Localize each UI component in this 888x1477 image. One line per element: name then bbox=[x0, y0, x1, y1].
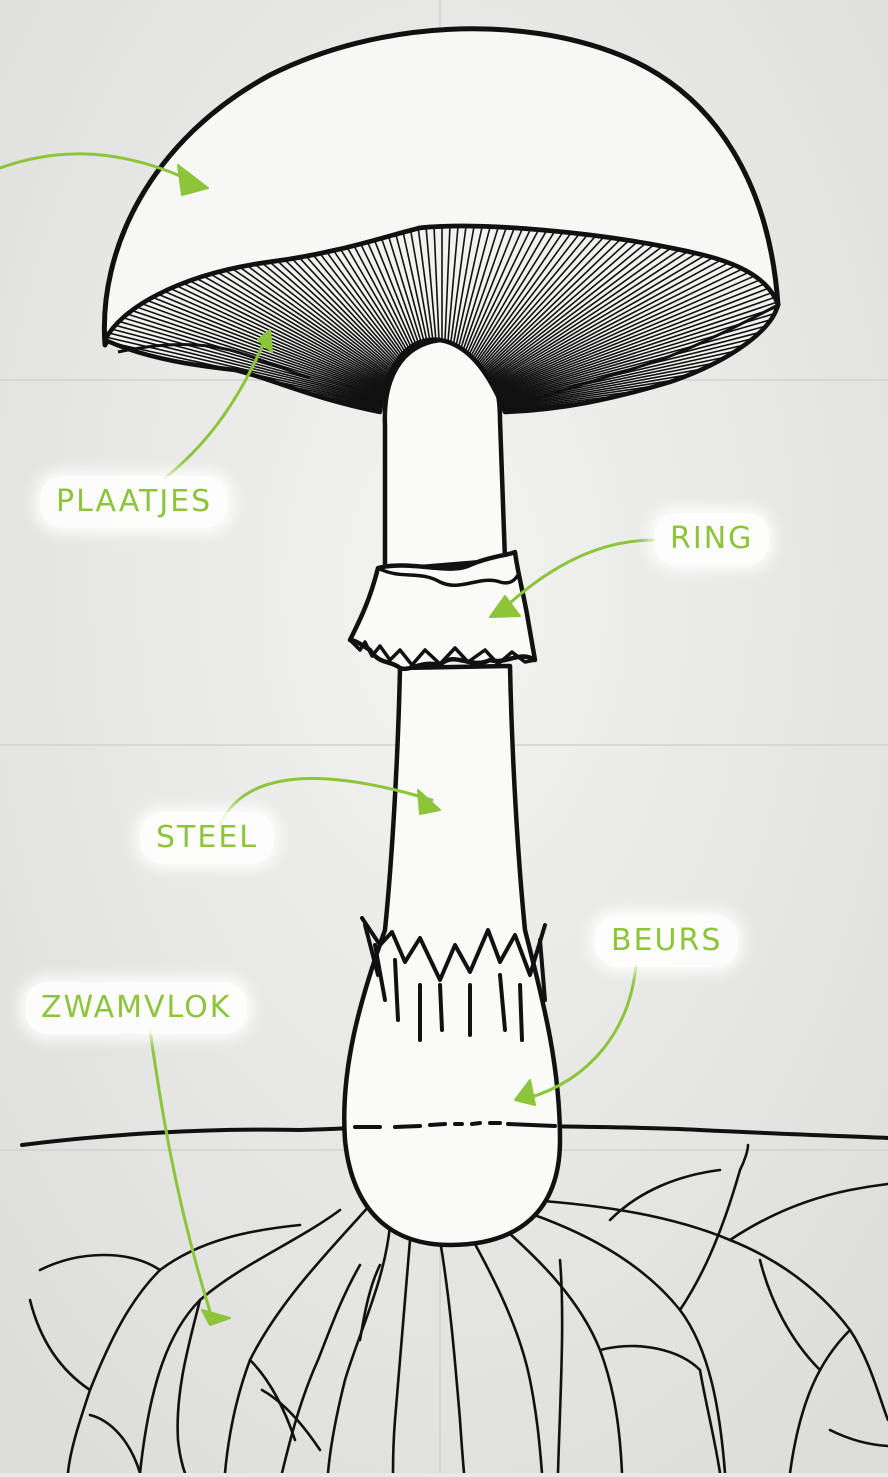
label-ring: RING bbox=[654, 513, 769, 565]
label-zwamvlok: ZWAMVLOK bbox=[25, 982, 247, 1034]
label-beurs: BEURS bbox=[595, 915, 738, 967]
label-plaatjes: PLAATJES bbox=[40, 476, 228, 528]
label-steel: STEEL bbox=[140, 812, 274, 864]
